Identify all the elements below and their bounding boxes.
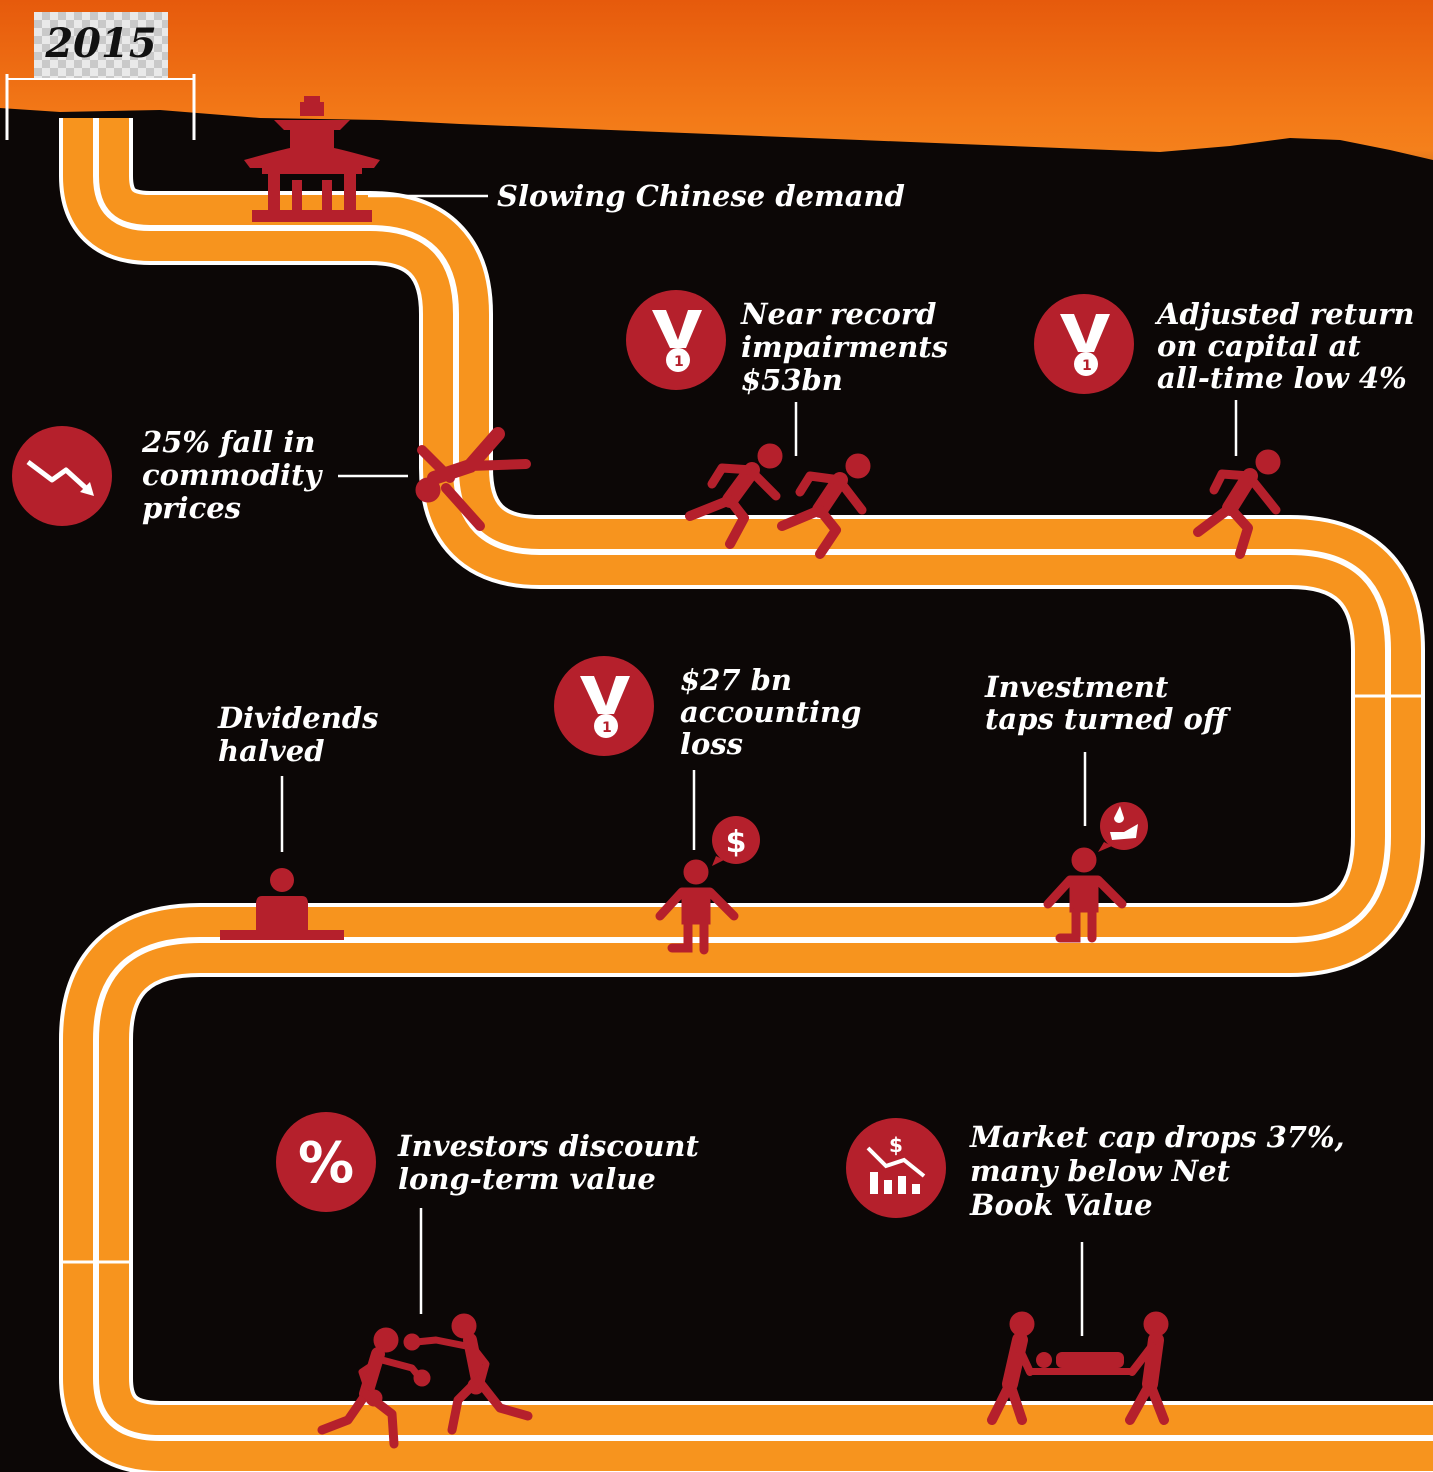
medal-rank-text: 1 bbox=[674, 354, 684, 370]
year-label: 2015 bbox=[45, 20, 157, 67]
svg-text:$: $ bbox=[726, 825, 747, 860]
stretcher-icon bbox=[987, 1311, 1169, 1425]
market-decline-icon: $ bbox=[846, 1118, 946, 1218]
falling-figure-icon bbox=[415, 427, 531, 531]
label-impairments: Near record impairments $53bn bbox=[741, 297, 949, 397]
tap-bubble-icon bbox=[1098, 802, 1148, 852]
label-investment: Investment taps turned off bbox=[985, 670, 1227, 736]
runner-icon-2 bbox=[777, 453, 871, 559]
falling-prices-icon bbox=[12, 426, 112, 526]
runner-icon-1 bbox=[685, 443, 783, 549]
label-roc: Adjusted return on capital at all-time l… bbox=[1157, 297, 1415, 395]
dollar-bubble-icon: $ bbox=[712, 816, 760, 866]
label-china: Slowing Chinese demand bbox=[497, 179, 905, 213]
svg-text:1: 1 bbox=[602, 720, 612, 736]
boxers-icon bbox=[317, 1313, 533, 1449]
pagoda-icon bbox=[244, 96, 380, 222]
standing-person-icon-2 bbox=[1043, 847, 1127, 943]
svg-text:$: $ bbox=[889, 1133, 903, 1157]
percent-icon: % bbox=[276, 1112, 376, 1212]
medal-icon-roc: 1 bbox=[1034, 294, 1134, 394]
runner-icon-3 bbox=[1193, 449, 1281, 559]
seated-person-icon bbox=[220, 868, 344, 940]
label-dividends: Dividends halved bbox=[218, 701, 379, 768]
label-accounting: $27 bn accounting loss bbox=[680, 663, 862, 761]
svg-text:%: % bbox=[298, 1131, 354, 1196]
year-flag: 2015 bbox=[34, 12, 168, 78]
standing-person-icon-1 bbox=[655, 859, 739, 955]
running-track bbox=[59, 118, 1433, 1472]
label-marketcap: Market cap drops 37%, many below Net Boo… bbox=[970, 1120, 1345, 1222]
label-commodity: 25% fall in commodity prices bbox=[142, 425, 322, 525]
svg-text:1: 1 bbox=[1082, 358, 1092, 374]
medal-icon-impairments: 1 bbox=[626, 290, 726, 390]
label-investors: Investors discount long-term value bbox=[398, 1129, 699, 1196]
medal-icon-accounting: 1 bbox=[554, 656, 654, 756]
